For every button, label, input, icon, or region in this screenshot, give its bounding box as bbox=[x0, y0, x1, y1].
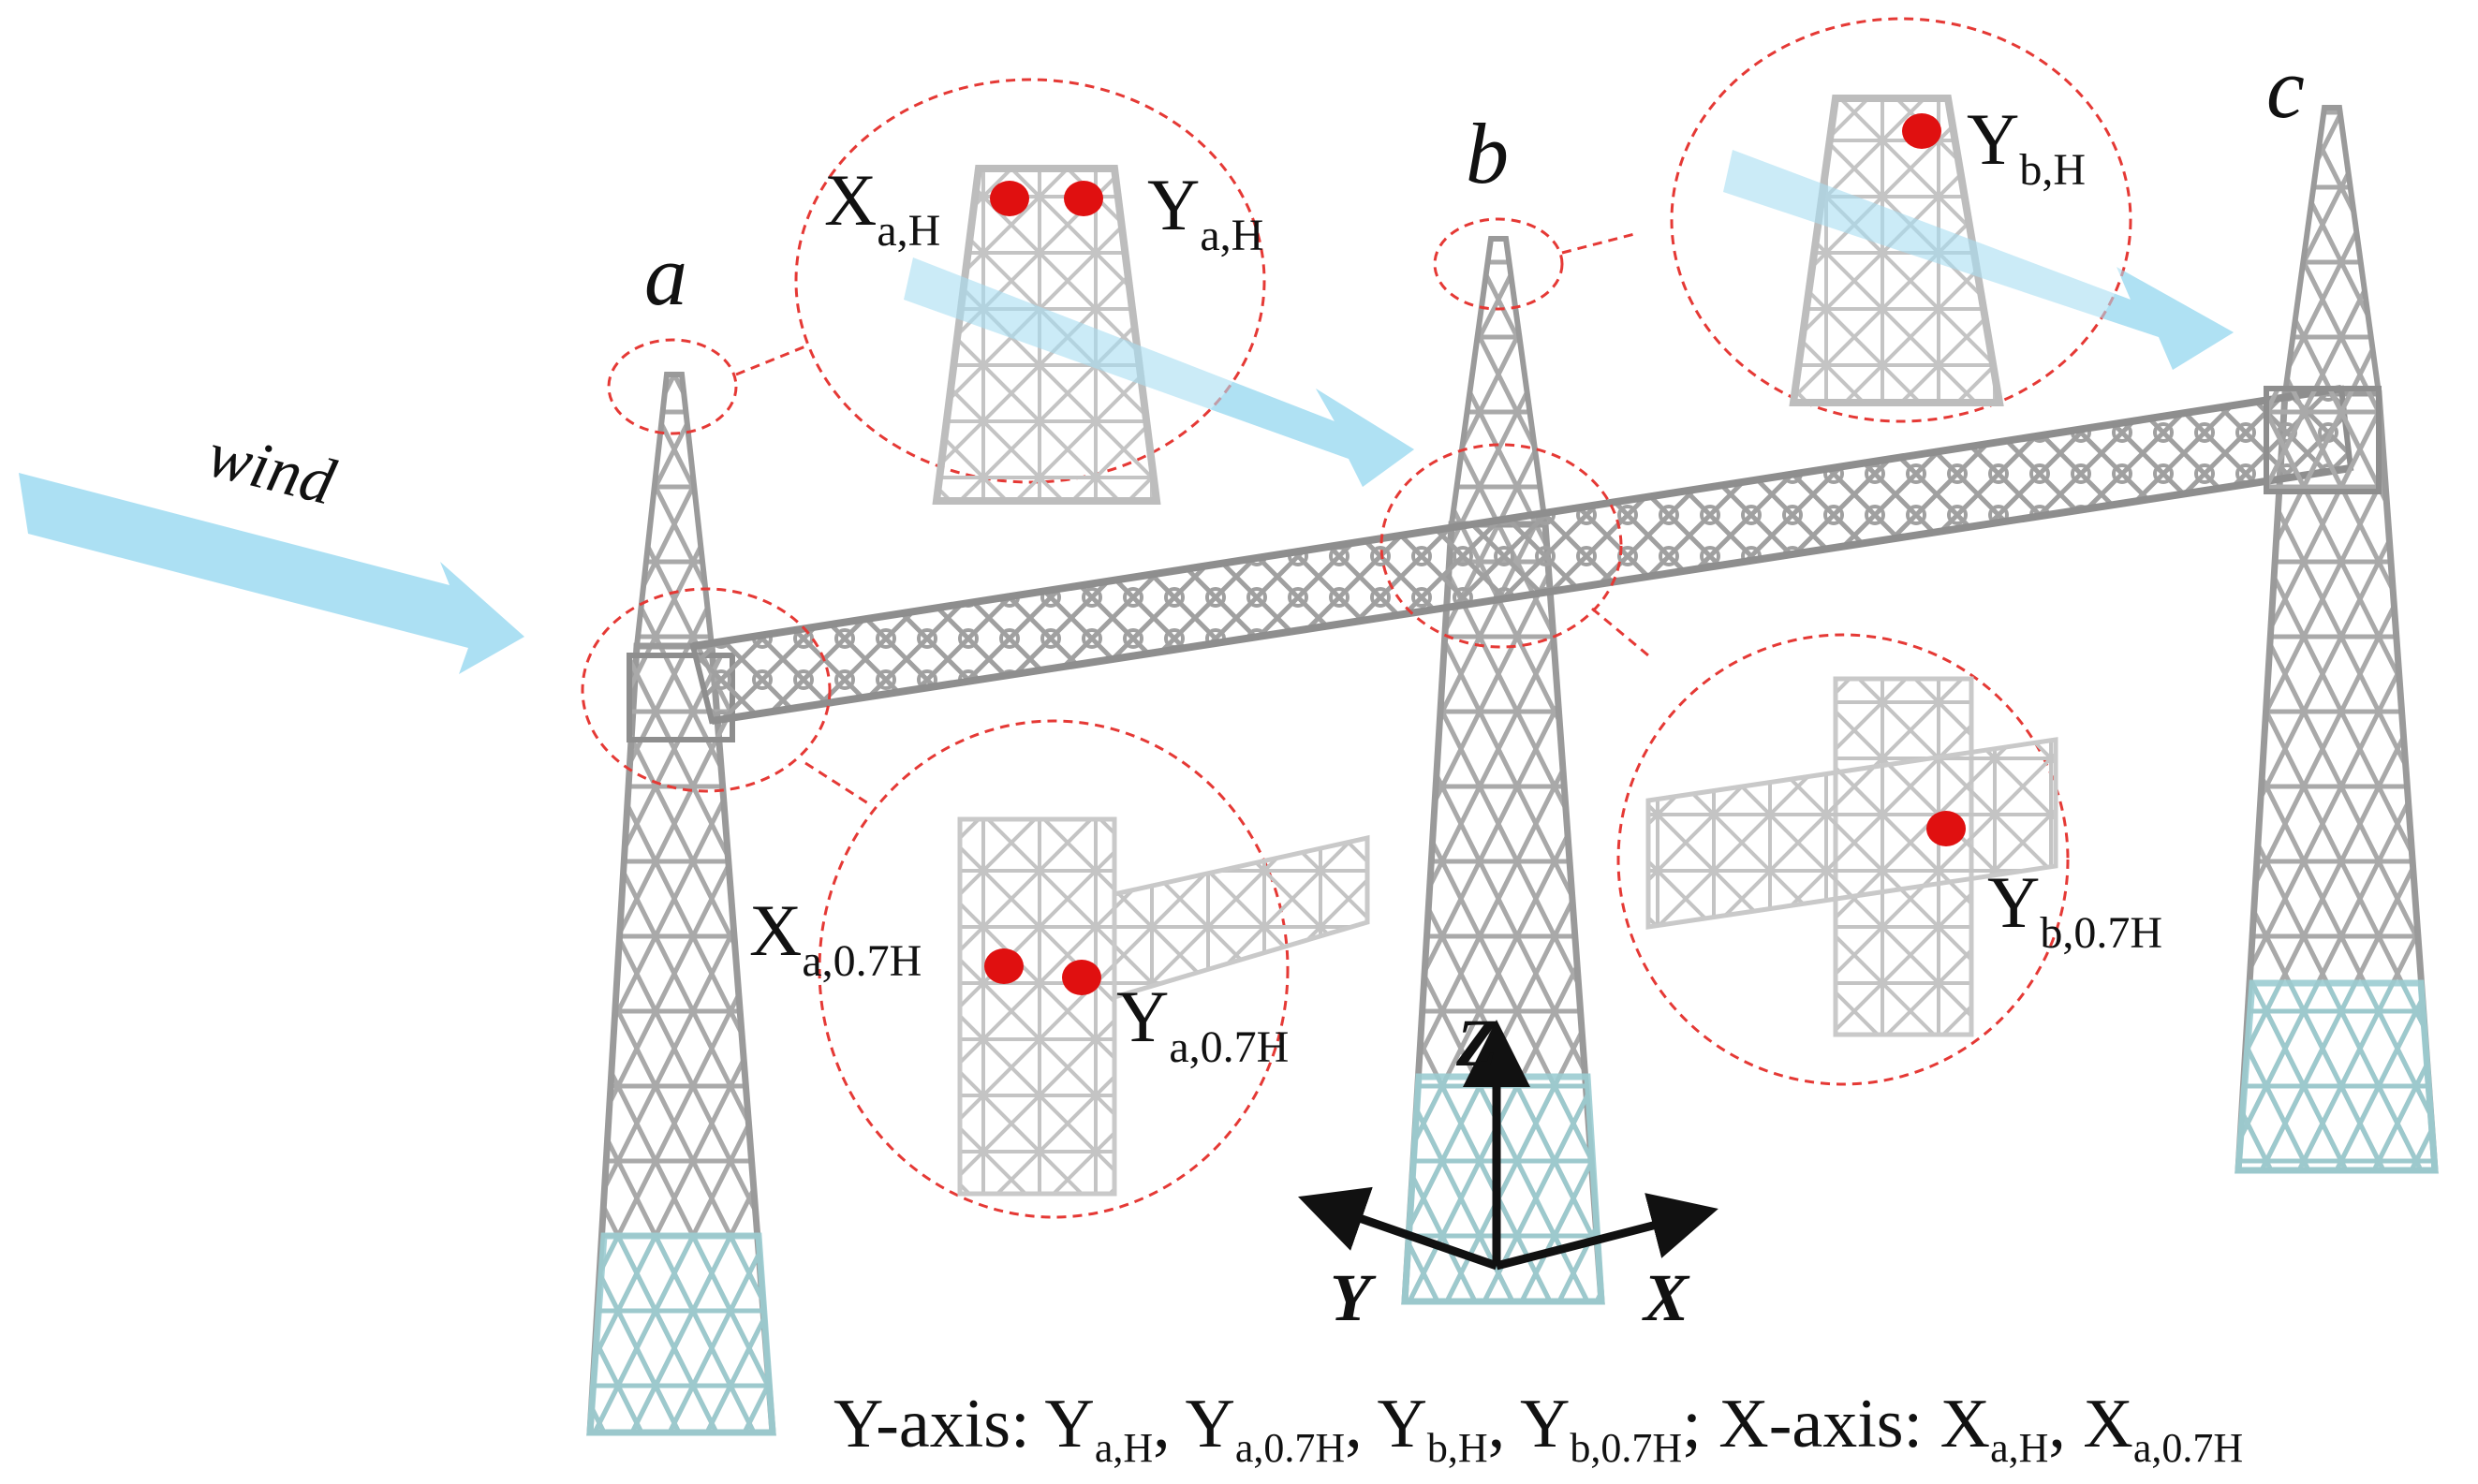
axis-triad bbox=[1298, 1020, 1718, 1271]
x-axis-label: X bbox=[1642, 1260, 1690, 1335]
tower-b-label: b bbox=[1466, 106, 1509, 201]
cross-beam-top-chord bbox=[692, 385, 2342, 650]
wind-arrow-middle-overlay bbox=[904, 257, 1414, 487]
tower-c-beam-joint bbox=[2264, 386, 2382, 494]
z-axis-label: Z bbox=[1455, 1006, 1497, 1080]
wind-arrow-left bbox=[19, 473, 524, 674]
x-axis-arrow bbox=[1495, 1193, 1718, 1271]
tower-a-base bbox=[586, 1232, 776, 1436]
zone-a-mid bbox=[581, 587, 832, 793]
wind-arrow-right-overlay bbox=[1723, 150, 2234, 370]
caption-y-prefix: Y-axis: bbox=[833, 1386, 1044, 1462]
detail-a-mid-beam-lattice bbox=[1112, 834, 1370, 1001]
tower-a-upper-shaft bbox=[633, 372, 715, 649]
marker-ya-h bbox=[1064, 181, 1103, 216]
label-ya-h: Ya,H bbox=[1147, 164, 1263, 260]
measurement-markers bbox=[984, 113, 1966, 995]
tower-c-base bbox=[2235, 979, 2439, 1174]
label-ya-07h: Ya,0.7H bbox=[1116, 976, 1289, 1072]
label-yb-07h: Yb,0.7H bbox=[1987, 861, 2162, 958]
cross-beam-bottom-chord bbox=[711, 464, 2352, 725]
tower-b bbox=[1401, 236, 1605, 1305]
tower-a bbox=[586, 372, 776, 1436]
marker-xa-07h bbox=[984, 948, 1024, 984]
tower-c-upper-shaft bbox=[2281, 105, 2382, 396]
zone-b-mid bbox=[1379, 443, 1623, 649]
tower-b-upper-shaft bbox=[1448, 236, 1549, 527]
caption-x-prefix: X-axis: bbox=[1718, 1386, 1940, 1462]
tower-c-label: c bbox=[2266, 40, 2305, 136]
label-yb-h: Yb,H bbox=[1967, 98, 2086, 195]
marker-yb-07h bbox=[1926, 811, 1966, 846]
leader-lines bbox=[735, 232, 1649, 807]
detail-a-mid-tower-lattice bbox=[957, 816, 1117, 1197]
tower-c bbox=[2235, 105, 2439, 1174]
caption: Y-axis: Ya,H, Ya,0.7H, Yb,H, Yb,0.7H; X-… bbox=[833, 1386, 2243, 1471]
zone-a-top bbox=[607, 338, 738, 435]
marker-ya-07h bbox=[1062, 960, 1101, 995]
detail-b-mid-beam-lattice bbox=[1645, 737, 2058, 930]
wind-label: wind bbox=[200, 419, 343, 520]
label-xa-h: Xa,H bbox=[824, 159, 940, 256]
tower-b-base bbox=[1401, 1073, 1605, 1305]
marker-yb-h bbox=[1902, 113, 1941, 149]
tower-a-label: a bbox=[644, 228, 687, 323]
marker-xa-h bbox=[990, 181, 1029, 216]
y-axis-arrow bbox=[1298, 1186, 1498, 1271]
label-xa-07h: Xa,0.7H bbox=[749, 889, 922, 986]
y-axis-label: Y bbox=[1330, 1260, 1377, 1335]
zone-b-top bbox=[1433, 217, 1564, 311]
detail-b-top-lattice bbox=[1789, 95, 2004, 406]
